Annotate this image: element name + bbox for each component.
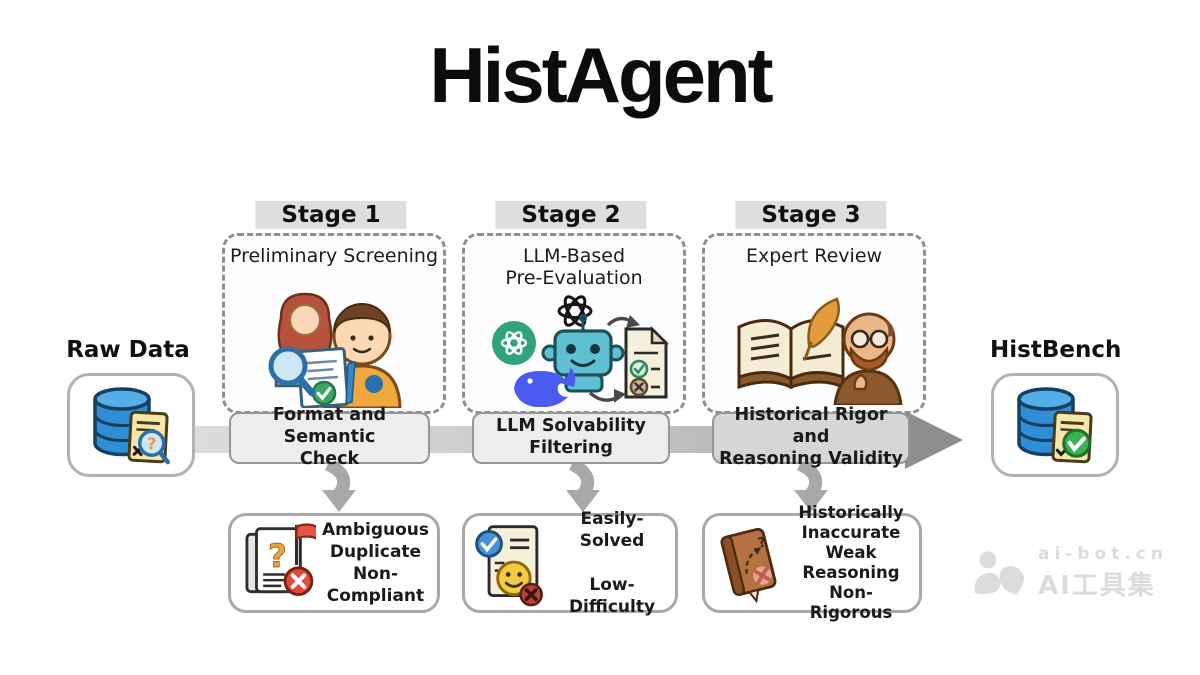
stage-3-rejected-box: ? Historically Inaccurate Weak Reasoning… <box>702 503 922 622</box>
page-title: HistAgent <box>429 31 773 119</box>
rejected-line: Non-Compliant <box>326 564 425 607</box>
down-arrow-icon <box>566 462 600 512</box>
stage-3-panel: Expert Review <box>702 233 926 414</box>
stage-1-rejected-box: ? Ambiguous Duplicate Non-Compliant <box>228 513 440 613</box>
llm-robot-evaluation-icon <box>492 295 670 407</box>
pipeline-arrowhead-icon <box>905 411 963 469</box>
stage-2-filter-label: LLM Solvability Filtering <box>472 412 670 464</box>
down-arrow-icon <box>794 462 828 512</box>
flagged-documents-icon: ? <box>245 523 316 596</box>
histbench-box <box>991 373 1119 477</box>
watermark-name: AI工具集 <box>1038 571 1156 601</box>
database-check-icon <box>1017 387 1093 464</box>
raw-data-label: Raw Data <box>66 337 190 363</box>
rejected-line: Ambiguous <box>321 519 429 540</box>
svg-text:?: ? <box>268 537 287 575</box>
expert-book-quill-icon <box>737 297 903 405</box>
watermark-url: ai-bot.cn <box>1038 544 1168 564</box>
stage-3-subtitle: Expert Review <box>745 245 883 267</box>
svg-text:?: ? <box>147 434 157 453</box>
stage-3-filter-label: Historical Rigor and Reasoning Validity <box>712 405 910 469</box>
stage-1-panel: Preliminary Screening <box>222 233 446 414</box>
ai-bot-logo-icon <box>974 551 1024 595</box>
stage-2-rejected-box: Easily-Solved Low-Difficulty <box>462 509 678 617</box>
stage-2-rejected-text: Easily-Solved Low-Difficulty <box>557 508 667 617</box>
stage-2-header: Stage 2 <box>495 201 647 229</box>
histbench-label: HistBench <box>990 337 1122 363</box>
rejected-line: Weak Reasoning <box>802 542 900 582</box>
rejected-line: Historically <box>798 502 904 522</box>
database-question-icon: ? <box>93 387 171 465</box>
rejected-line: Duplicate <box>329 541 422 562</box>
stage-2-panel: LLM-Based Pre-Evaluation <box>462 233 686 414</box>
down-arrow-icon <box>322 462 356 512</box>
raw-data-box: ? <box>67 373 195 477</box>
svg-text:?: ? <box>756 534 768 551</box>
history-book-rejected-icon: ? <box>720 527 777 604</box>
reviewers-magnifier-icon <box>268 292 402 408</box>
stage-2-subtitle: LLM-Based Pre-Evaluation <box>505 245 643 290</box>
stage-1-rejected-text: Ambiguous Duplicate Non-Compliant <box>322 519 429 607</box>
solved-document-smiley-icon <box>475 525 543 607</box>
watermark-text: ai-bot.cn AI工具集 <box>1038 544 1168 602</box>
stage-3-rejected-text: Historically Inaccurate Weak Reasoning N… <box>791 503 911 624</box>
stage-1-subtitle: Preliminary Screening <box>229 245 439 267</box>
rejected-line: Easily-Solved <box>579 509 645 552</box>
rejected-line: Low-Difficulty <box>568 574 656 617</box>
stage-1-header: Stage 1 <box>255 201 407 229</box>
rejected-line: Inaccurate <box>801 522 901 542</box>
stage-1-filter-label: Format and Semantic Check <box>229 405 430 469</box>
stage-3-header: Stage 3 <box>735 201 887 229</box>
watermark: ai-bot.cn AI工具集 <box>972 544 1168 602</box>
rejected-line: Non-Rigorous <box>809 583 893 623</box>
